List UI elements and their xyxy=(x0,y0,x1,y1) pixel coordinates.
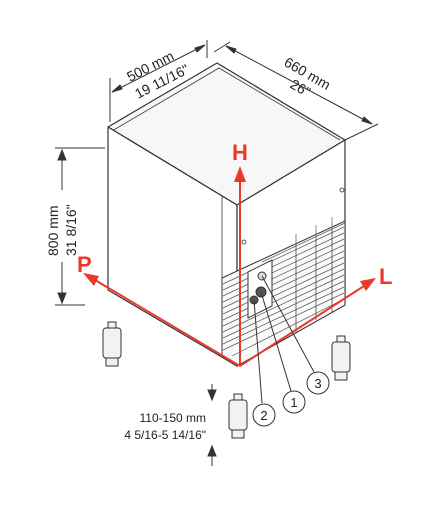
callout-1-label: 1 xyxy=(290,395,297,410)
upper-louvers xyxy=(261,217,346,263)
callout-1 xyxy=(260,291,306,414)
callout-2-label: 2 xyxy=(260,408,267,423)
axis-depth-label: P xyxy=(77,252,92,277)
axis-height-label: H xyxy=(232,140,248,165)
leg-height-dimension xyxy=(207,384,217,466)
leg-front xyxy=(228,393,248,439)
axis-depth xyxy=(83,273,241,367)
leg-front-left xyxy=(102,321,122,367)
leg-in-label: 4 5/16-5 14/16" xyxy=(124,428,206,442)
callout-3 xyxy=(261,275,330,395)
leg-mm-label: 110-150 mm xyxy=(140,411,206,425)
leg-right xyxy=(331,335,351,381)
height-mm-label: 800 mm xyxy=(45,205,61,256)
height-in-label: 31 8/16" xyxy=(63,204,79,256)
axis-left-label: L xyxy=(379,264,392,289)
width-dimension xyxy=(109,40,208,122)
callout-2 xyxy=(252,299,276,427)
condenser-grille xyxy=(221,220,346,367)
callout-3-label: 3 xyxy=(314,376,321,391)
axis-left xyxy=(239,278,376,367)
depth-dimension xyxy=(213,41,379,141)
height-dimension xyxy=(55,147,105,306)
axis-height xyxy=(234,166,246,366)
